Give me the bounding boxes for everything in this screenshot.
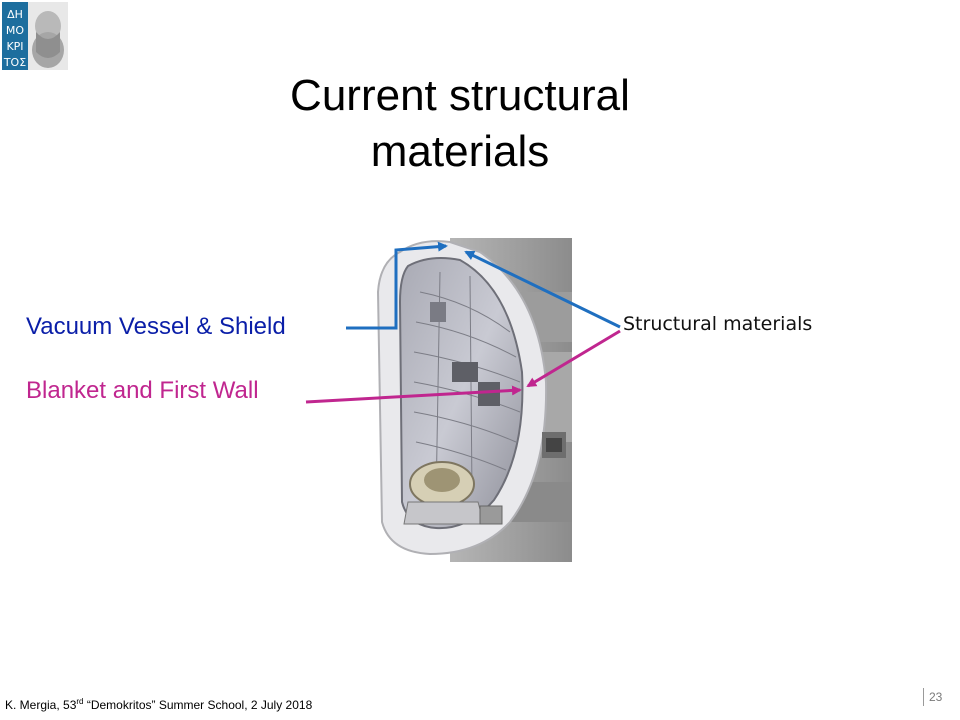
svg-text:ΜΟ: ΜΟ (6, 24, 24, 37)
svg-text:ΚΡΙ: ΚΡΙ (6, 40, 23, 53)
page-number: 23 (923, 688, 942, 706)
footer-citation: K. Mergia, 53rd “Demokritos” Summer Scho… (5, 697, 312, 712)
demokritos-logo-graphic: ΔΗ ΜΟ ΚΡΙ ΤΟΣ (2, 2, 68, 70)
title-line-1: Current structural (290, 71, 630, 120)
svg-text:ΔΗ: ΔΗ (7, 8, 23, 21)
vacuum-vessel-label: Vacuum Vessel & Shield (26, 313, 286, 340)
demokritos-logo: ΔΗ ΜΟ ΚΡΙ ΤΟΣ (2, 2, 68, 70)
footer-prefix: K. Mergia, 53 (5, 698, 77, 712)
blanket-label: Blanket and First Wall (26, 377, 259, 404)
footer-suffix: “Demokritos” Summer School, 2 July 2018 (83, 698, 313, 712)
tokamak-cross-section-image (360, 232, 572, 562)
structural-materials-label: Structural materials (623, 313, 813, 335)
svg-text:ΤΟΣ: ΤΟΣ (3, 56, 26, 69)
footer-superscript: rd (76, 697, 84, 706)
title-line-2: materials (370, 127, 550, 176)
slide-title: Current structural materials (200, 68, 720, 180)
tokamak-illustration (376, 238, 572, 562)
